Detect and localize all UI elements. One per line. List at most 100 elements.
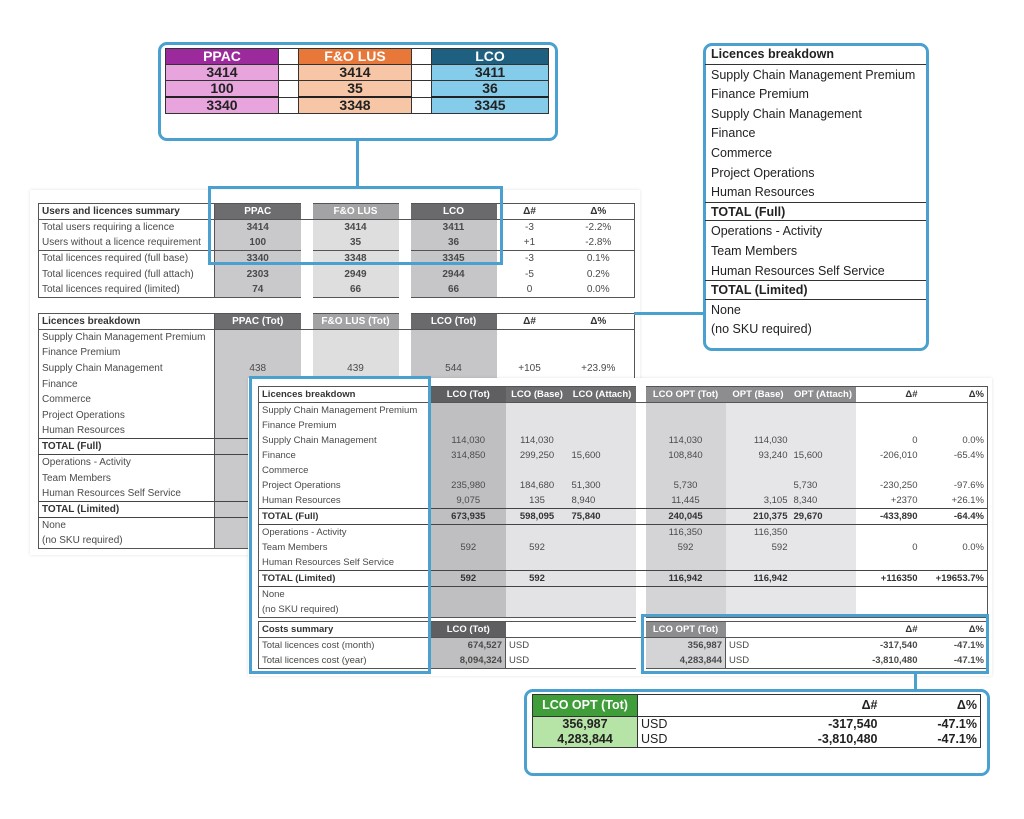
- cell: Team Members: [38, 470, 215, 486]
- gap-cell: [636, 433, 646, 448]
- cell: [790, 463, 856, 478]
- cell: USD: [725, 653, 856, 669]
- gap-cell: [399, 282, 411, 298]
- column-header: LCO (Tot): [410, 313, 497, 330]
- gap-cell: [278, 80, 299, 98]
- table-row: Total licences required (full attach)230…: [38, 266, 635, 282]
- cell: [505, 402, 569, 418]
- cell: [430, 402, 506, 418]
- connector-line: [914, 673, 917, 691]
- cell: 2944: [410, 266, 497, 282]
- cell: 356,987: [645, 637, 726, 653]
- highlight-opt-costs: [641, 614, 989, 674]
- column-header: [725, 621, 856, 638]
- cell: [568, 402, 636, 418]
- gap-cell: [636, 418, 646, 433]
- cell: Total users requiring a licence: [38, 219, 215, 236]
- cell: [568, 418, 636, 433]
- cell: [790, 555, 856, 571]
- cell: 0.1%: [562, 250, 635, 267]
- cell: 116,350: [645, 524, 726, 540]
- cell: 66: [410, 281, 497, 298]
- cell: -206,010: [879, 450, 918, 461]
- cell: Commerce: [38, 391, 215, 408]
- cell: Supply Chain Management Premium: [38, 329, 215, 346]
- gap-cell: [636, 448, 646, 463]
- cell: 592: [505, 570, 569, 587]
- cell: 51,300: [568, 478, 636, 493]
- gap-cell: [636, 555, 646, 571]
- cell: 15,600: [790, 448, 856, 463]
- table-row: None: [258, 586, 988, 602]
- cell: [725, 402, 791, 418]
- cell: 36: [410, 235, 497, 251]
- gap-cell: [411, 96, 432, 114]
- highlight-summary: [208, 186, 503, 265]
- cell: +2370: [890, 495, 918, 506]
- cell: 135: [505, 493, 569, 509]
- cell: [505, 586, 569, 602]
- gap-cell: [636, 478, 646, 493]
- cell: -47.1%: [880, 716, 981, 733]
- gap-cell: [636, 540, 646, 555]
- column-header: Δ#: [757, 694, 881, 717]
- cell: 5,730: [790, 478, 856, 493]
- cell: 35: [312, 235, 399, 251]
- cell: Total licences required (full base): [38, 250, 215, 267]
- cell: 116,942: [645, 570, 726, 587]
- cell: Total licences required (full attach): [38, 266, 215, 282]
- cell: 36: [431, 80, 549, 98]
- cell: -65.4%: [920, 448, 988, 463]
- column-header: PPAC (Tot): [214, 313, 301, 330]
- cell: [856, 463, 921, 478]
- cell: [505, 463, 569, 478]
- column-header: [505, 621, 636, 638]
- cell: 116,350: [725, 524, 791, 540]
- cell: -317,540: [828, 717, 878, 732]
- cell: 114,030: [505, 433, 569, 448]
- cell: -2.8%: [562, 235, 635, 251]
- table-row: Finance Premium: [38, 345, 635, 361]
- list-item: Human Resources: [711, 185, 815, 200]
- column-header: LCO: [410, 203, 497, 220]
- cell: [920, 555, 988, 571]
- cell: (no SKU required): [38, 533, 215, 550]
- cell: 3414: [165, 64, 279, 81]
- cell: [568, 524, 636, 540]
- cell: 0: [912, 542, 918, 553]
- column-header: Δ#: [496, 203, 563, 220]
- cell: 5,730: [645, 478, 726, 493]
- cell: [645, 586, 726, 602]
- cell: [430, 586, 506, 602]
- cell: [568, 570, 636, 587]
- gap-cell: [278, 48, 299, 65]
- column-header: OPT (Base): [725, 386, 791, 403]
- column-header: PPAC: [165, 48, 279, 65]
- cell: [505, 418, 569, 433]
- column-header: Licences breakdown: [258, 386, 431, 403]
- gap-cell: [399, 361, 411, 377]
- cell: [790, 402, 856, 418]
- list-item: None: [711, 302, 741, 317]
- cell: 100: [214, 235, 301, 251]
- column-header: F&O LUS (Tot): [312, 313, 399, 330]
- cell: [568, 555, 636, 571]
- cell: [856, 555, 921, 571]
- cell: 3414: [214, 219, 301, 236]
- cell: TOTAL (Limited): [38, 500, 215, 518]
- cell: Finance Premium: [38, 345, 215, 361]
- cell: -230,250: [879, 480, 918, 491]
- gap-cell: [399, 345, 411, 361]
- column-header: F&O LUS: [312, 203, 399, 220]
- column-header: LCO OPT (Tot): [532, 694, 638, 717]
- table-row: Commerce: [258, 463, 988, 478]
- cell: [645, 555, 726, 571]
